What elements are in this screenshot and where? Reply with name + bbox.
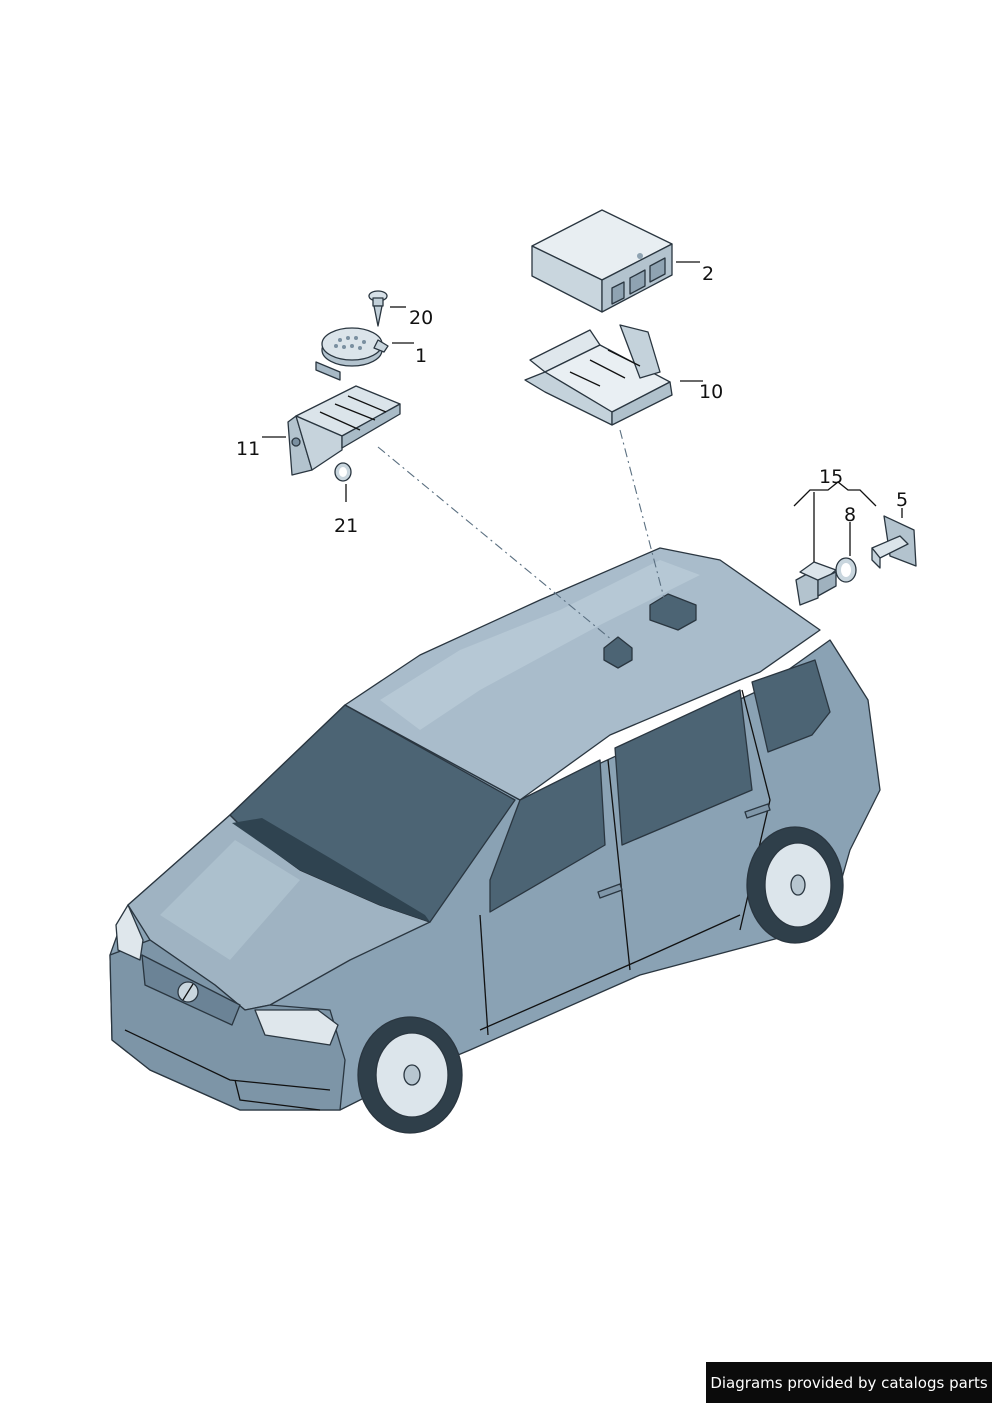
callout-2: 2: [702, 263, 714, 285]
callout-10: 10: [699, 381, 723, 403]
vehicle-illustration: [109, 547, 881, 1134]
callout-15: 15: [819, 466, 843, 488]
credit-text: Diagrams provided by catalogs parts: [710, 1373, 988, 1392]
part-10-mounting-bracket: [524, 324, 673, 426]
part-1-buzzer: [315, 327, 389, 381]
callout-labels: 2 20 1 10 11 21 15 8 5: [236, 263, 908, 537]
callout-20: 20: [409, 307, 433, 329]
part-15-sensor: [795, 561, 837, 606]
part-2-control-unit: [531, 209, 673, 313]
callout-11: 11: [236, 438, 260, 460]
callout-leaders: [262, 261, 903, 562]
part-11-bracket: [287, 385, 401, 476]
assembly-lines: [377, 429, 665, 641]
credit-banner: Diagrams provided by catalogs parts: [706, 1362, 992, 1403]
part-5-sensor-holder: [871, 515, 917, 569]
callout-8: 8: [844, 504, 856, 526]
part-8-ring: [835, 557, 857, 583]
part-20-screw: [368, 290, 388, 327]
callout-5: 5: [896, 489, 908, 511]
callout-1: 1: [415, 345, 427, 367]
callout-21: 21: [334, 515, 358, 537]
part-21-grommet: [334, 462, 352, 482]
